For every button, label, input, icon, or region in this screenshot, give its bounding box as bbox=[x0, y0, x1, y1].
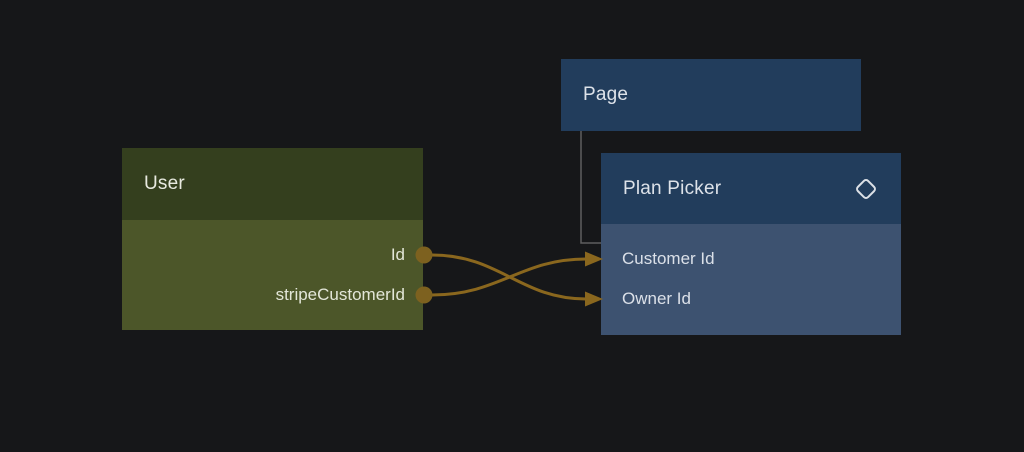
node-user-title: User bbox=[144, 173, 185, 194]
field-plan-picker-owner-id-label: Owner Id bbox=[622, 289, 691, 308]
node-plan-picker-header[interactable]: Plan Picker bbox=[601, 153, 901, 224]
node-plan-picker-body: Customer Id Owner Id bbox=[601, 224, 901, 335]
node-user-header[interactable]: User bbox=[122, 148, 423, 220]
node-user-body: Id stripeCustomerId bbox=[122, 220, 423, 330]
port-user-id[interactable] bbox=[415, 246, 433, 264]
node-page-header[interactable]: Page bbox=[561, 59, 861, 131]
field-user-stripecustomerid[interactable]: stripeCustomerId bbox=[122, 275, 423, 315]
field-plan-picker-customer-id[interactable]: Customer Id bbox=[601, 239, 901, 279]
port-user-stripecustomerid[interactable] bbox=[415, 286, 433, 304]
node-user[interactable]: User Id stripeCustomerId bbox=[122, 148, 423, 330]
field-user-id-label: Id bbox=[390, 245, 405, 264]
node-plan-picker[interactable]: Plan Picker Customer Id Owner Id bbox=[601, 153, 901, 335]
field-user-stripecustomerid-label: stripeCustomerId bbox=[275, 285, 405, 304]
field-user-id[interactable]: Id bbox=[122, 235, 423, 275]
page-plan-picker-link-line bbox=[580, 131, 601, 244]
field-plan-picker-customer-id-label: Customer Id bbox=[622, 249, 715, 268]
diamond-icon bbox=[854, 177, 878, 201]
node-plan-picker-title: Plan Picker bbox=[623, 177, 722, 199]
field-plan-picker-owner-id[interactable]: Owner Id bbox=[601, 279, 901, 319]
arrowhead-icon-owner-id bbox=[585, 291, 603, 307]
node-page-title: Page bbox=[583, 84, 629, 105]
arrowhead-icon-customer-id bbox=[585, 251, 603, 267]
wire-stripecustomerid-to-customer-id[interactable] bbox=[431, 257, 587, 297]
node-page[interactable]: Page bbox=[561, 59, 861, 131]
